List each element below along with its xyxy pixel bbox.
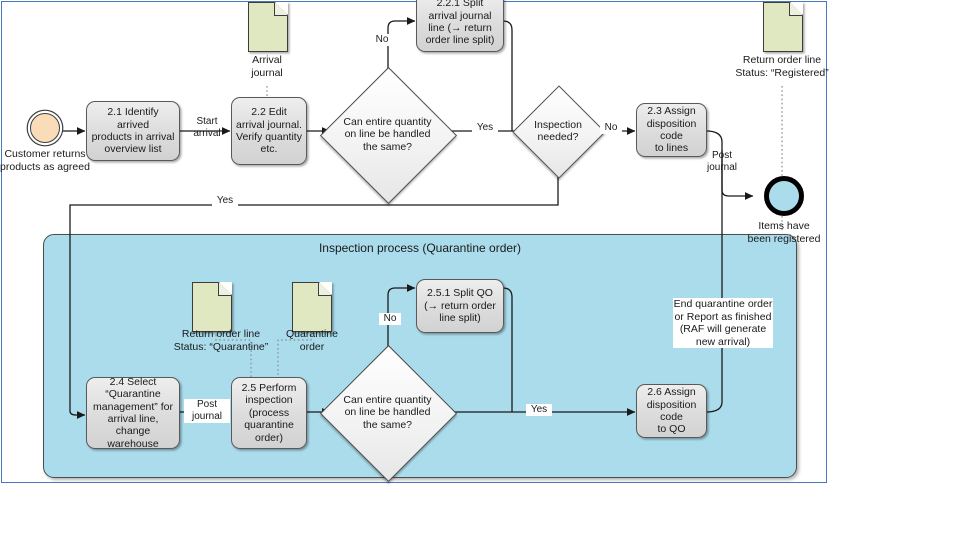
task-2-5-1-split-qo[interactable]: 2.5.1 Split QO (→ return order line spli…: [416, 279, 504, 333]
data-object-return-order-line-quarantine-caption: Return order line Status: “Quarantine”: [173, 328, 269, 353]
task-2-3-label: 2.3 Assign disposition code to lines: [646, 105, 697, 155]
gateway-2-label: Inspection needed?: [534, 118, 582, 143]
task-2-2-edit-arrival-journal[interactable]: 2.2 Edit arrival journal. Verify quantit…: [231, 97, 307, 165]
data-object-quarantine-order-caption: Quarantine order: [286, 328, 338, 353]
flow-label-post-journal-mid: Post journal: [184, 399, 230, 423]
task-2-2-1-split-arrival-journal-line[interactable]: 2.2.1 Split arrival journal line (→ retu…: [416, 0, 504, 52]
flow-label-g3-no: No: [379, 313, 401, 325]
task-2-4-select-quarantine-management[interactable]: 2.4 Select “Quarantine management” for a…: [86, 375, 180, 450]
end-event-caption: Items have been registered: [747, 220, 821, 245]
task-2-6-label: 2.6 Assign disposition code to QO: [646, 386, 697, 436]
flow-label-g3-yes: Yes: [526, 404, 552, 416]
task-2-4-label: 2.4 Select “Quarantine management” for a…: [93, 375, 173, 450]
task-2-5-perform-inspection[interactable]: 2.5 Perform inspection (process quaranti…: [231, 377, 307, 449]
flow-label-g2-no: No: [600, 122, 622, 134]
end-event: [764, 176, 804, 216]
data-object-return-order-line-registered: [763, 2, 803, 52]
gateway-3-label: Can entire quantity on line be handled t…: [343, 393, 432, 431]
annotation-end-quarantine-order: End quarantine order or Report as finish…: [673, 298, 773, 349]
diagram-frame: [1, 1, 827, 483]
pool-title: Inspection process (Quarantine order): [318, 241, 522, 255]
task-2-2-1-label: 2.2.1 Split arrival journal line (→ retu…: [425, 0, 495, 47]
data-object-arrival-journal: [248, 2, 288, 52]
task-2-3-assign-disposition-code-to-lines[interactable]: 2.3 Assign disposition code to lines: [636, 103, 707, 157]
flow-label-g1-yes: Yes: [472, 122, 498, 134]
data-object-arrival-journal-caption: Arrival journal: [251, 54, 283, 79]
gateway-can-entire-quantity-handled-same-bottom[interactable]: Can entire quantity on line be handled t…: [319, 344, 458, 483]
gateway-can-entire-quantity-handled-same-top[interactable]: Can entire quantity on line be handled t…: [319, 66, 458, 205]
task-2-6-assign-disposition-code-to-qo[interactable]: 2.6 Assign disposition code to QO: [636, 384, 707, 438]
flow-label-g2-yes: Yes: [212, 195, 238, 207]
flow-label-start-arrival: Start arrival: [193, 116, 221, 139]
data-object-return-order-line-quarantine: [192, 282, 232, 332]
flow-label-post-journal-top: Post journal: [706, 150, 738, 173]
data-object-quarantine-order: [292, 282, 332, 332]
gateway-inspection-needed[interactable]: Inspection needed?: [512, 85, 606, 179]
start-event-caption: Customer returns products as agreed: [0, 148, 90, 173]
flow-label-g1-no: No: [371, 34, 393, 46]
task-2-5-label: 2.5 Perform inspection (process quaranti…: [241, 381, 297, 444]
task-2-1-identify-arrived-products[interactable]: 2.1 Identify arrived products in arrival…: [86, 101, 180, 161]
gateway-1-label: Can entire quantity on line be handled t…: [343, 115, 432, 153]
data-object-return-order-line-registered-caption: Return order line Status: “Registered”: [735, 54, 829, 79]
task-2-2-label: 2.2 Edit arrival journal. Verify quantit…: [236, 106, 302, 156]
task-2-1-label: 2.1 Identify arrived products in arrival…: [91, 106, 175, 156]
start-event: [30, 113, 60, 143]
task-2-5-1-label: 2.5.1 Split QO (→ return order line spli…: [424, 287, 496, 325]
